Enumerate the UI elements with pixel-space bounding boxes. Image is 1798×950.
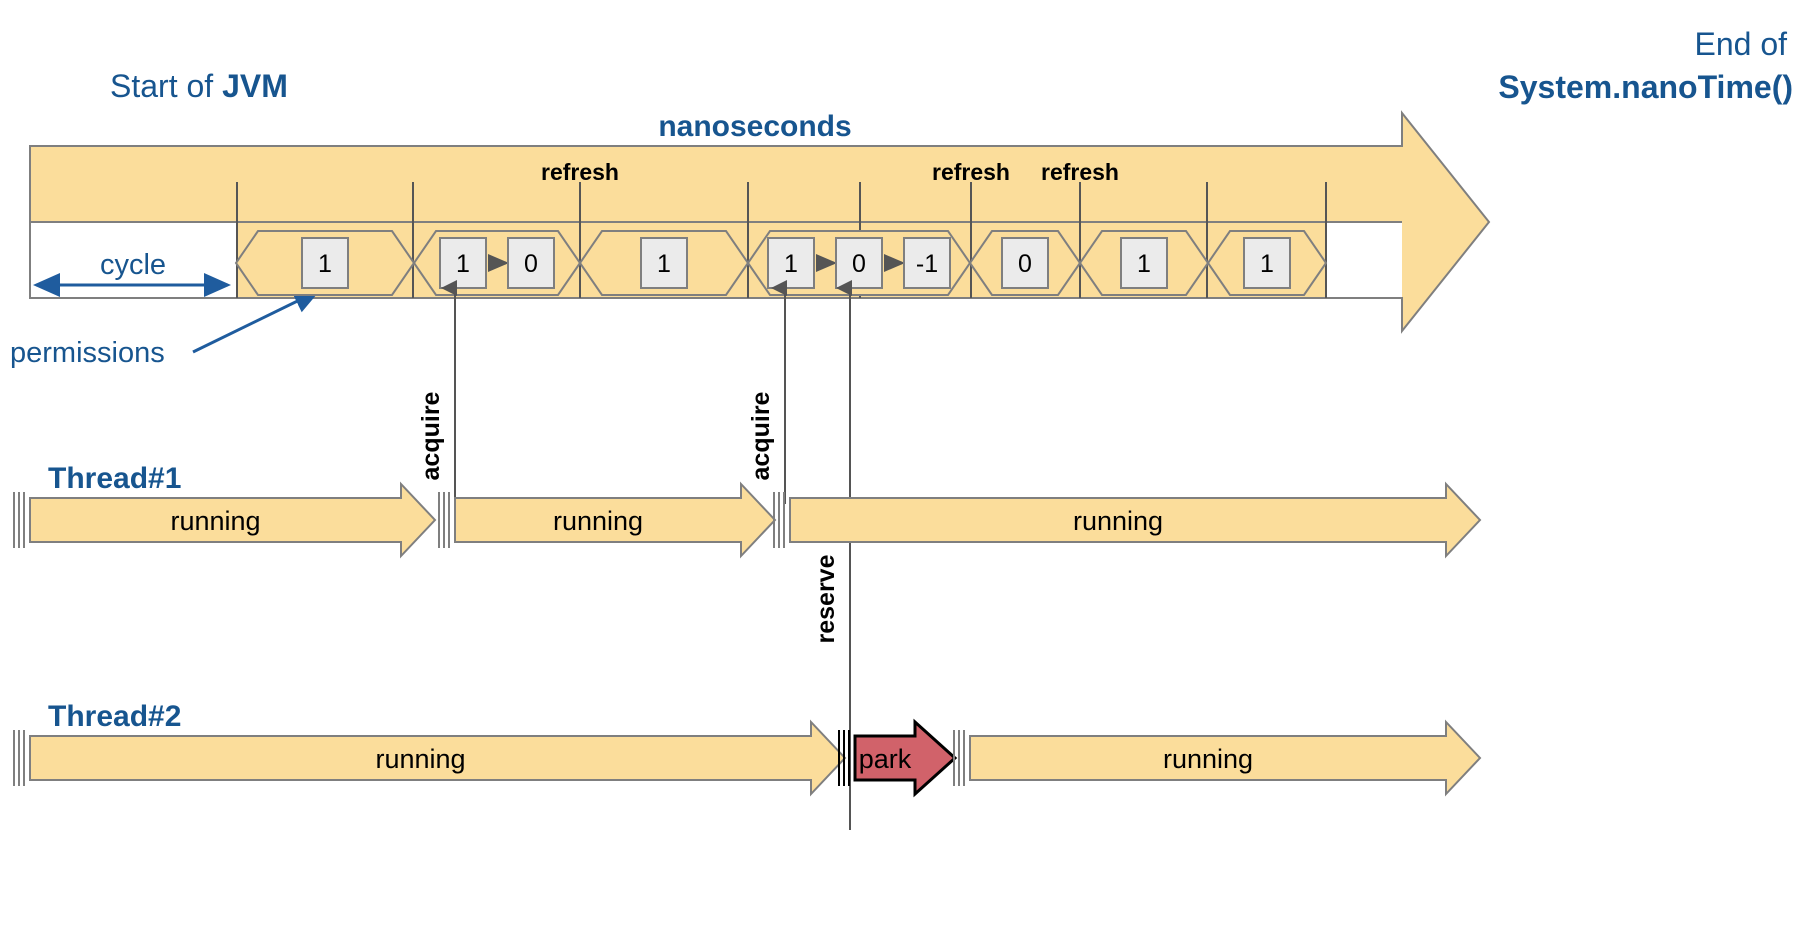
permission-value: 1	[784, 250, 798, 278]
thread-segment-running	[454, 481, 777, 559]
permission-value: 1	[318, 250, 332, 278]
permission-value: 1	[456, 250, 470, 278]
permissions-callout: permissions	[10, 289, 321, 369]
end-of-label: End of	[1694, 26, 1787, 62]
permission-value: 1	[1137, 250, 1151, 278]
svg-text:Start of JVM: Start of JVM	[30, 68, 350, 104]
thread-segment-park	[853, 718, 958, 798]
thread-segment-label: running	[1073, 506, 1163, 536]
permission-value: 0	[1018, 250, 1032, 278]
thread-segment-label: running	[375, 744, 465, 774]
permission-value-box	[1001, 237, 1049, 289]
permissions-leader-line	[192, 289, 321, 354]
permissions-label: permissions	[10, 337, 165, 369]
permission-value-box	[439, 237, 487, 289]
start-of-label: Start of	[110, 68, 222, 104]
thread-segment-running	[789, 481, 1482, 559]
thread-segment-running	[29, 481, 437, 559]
nanoseconds-axis-label: nanoseconds	[658, 110, 851, 143]
thread-segment-label: running	[170, 506, 260, 536]
permission-value: 0	[524, 250, 538, 278]
system-nanotime-label: System.nanoTime()	[1498, 69, 1793, 105]
permission-value-box	[835, 237, 883, 289]
thread-segment-label: running	[553, 506, 643, 536]
thread-segment-label: running	[1163, 744, 1253, 774]
refresh-label-1: refresh	[932, 159, 1010, 185]
cycle-measure: cycle	[33, 249, 231, 297]
thread-segment-running	[29, 719, 847, 797]
refresh-label-0: refresh	[541, 159, 619, 185]
refresh-label-2: refresh	[1041, 159, 1119, 185]
thread-label-Thread#2: Thread#2	[48, 700, 181, 733]
start-of-jvm-label: Start of JVM	[30, 68, 350, 104]
permission-value-box	[507, 237, 555, 289]
annotation-label-acquire: acquire	[747, 391, 775, 480]
tail-whitespace	[1327, 223, 1402, 297]
permission-value-box	[767, 237, 815, 289]
permission-value-box	[640, 237, 688, 289]
permission-value-box	[1243, 237, 1291, 289]
permission-value-box	[301, 237, 349, 289]
annotation-label-acquire: acquire	[417, 391, 445, 480]
thread-label-Thread#1: Thread#1	[48, 462, 181, 495]
permission-value: 0	[852, 250, 866, 278]
jvm-label: JVM	[222, 68, 288, 104]
cycle-label: cycle	[100, 249, 166, 281]
permission-value: -1	[916, 250, 938, 278]
permission-value: 1	[1260, 250, 1274, 278]
thread-segment-running	[969, 719, 1482, 797]
permission-value-box	[903, 237, 951, 289]
thread-segment-label: park	[859, 744, 912, 774]
end-of-nanotime-label: End of System.nanoTime()	[1498, 26, 1793, 105]
permission-value-box	[1120, 237, 1168, 289]
permission-value: 1	[657, 250, 671, 278]
permission-cycles-group: 1 1 0 1 1 0 -1 0 1 1	[234, 230, 1328, 296]
refresh-label-group: refresh refresh refresh	[541, 159, 1119, 185]
annotation-label-reserve: reserve	[812, 554, 840, 643]
